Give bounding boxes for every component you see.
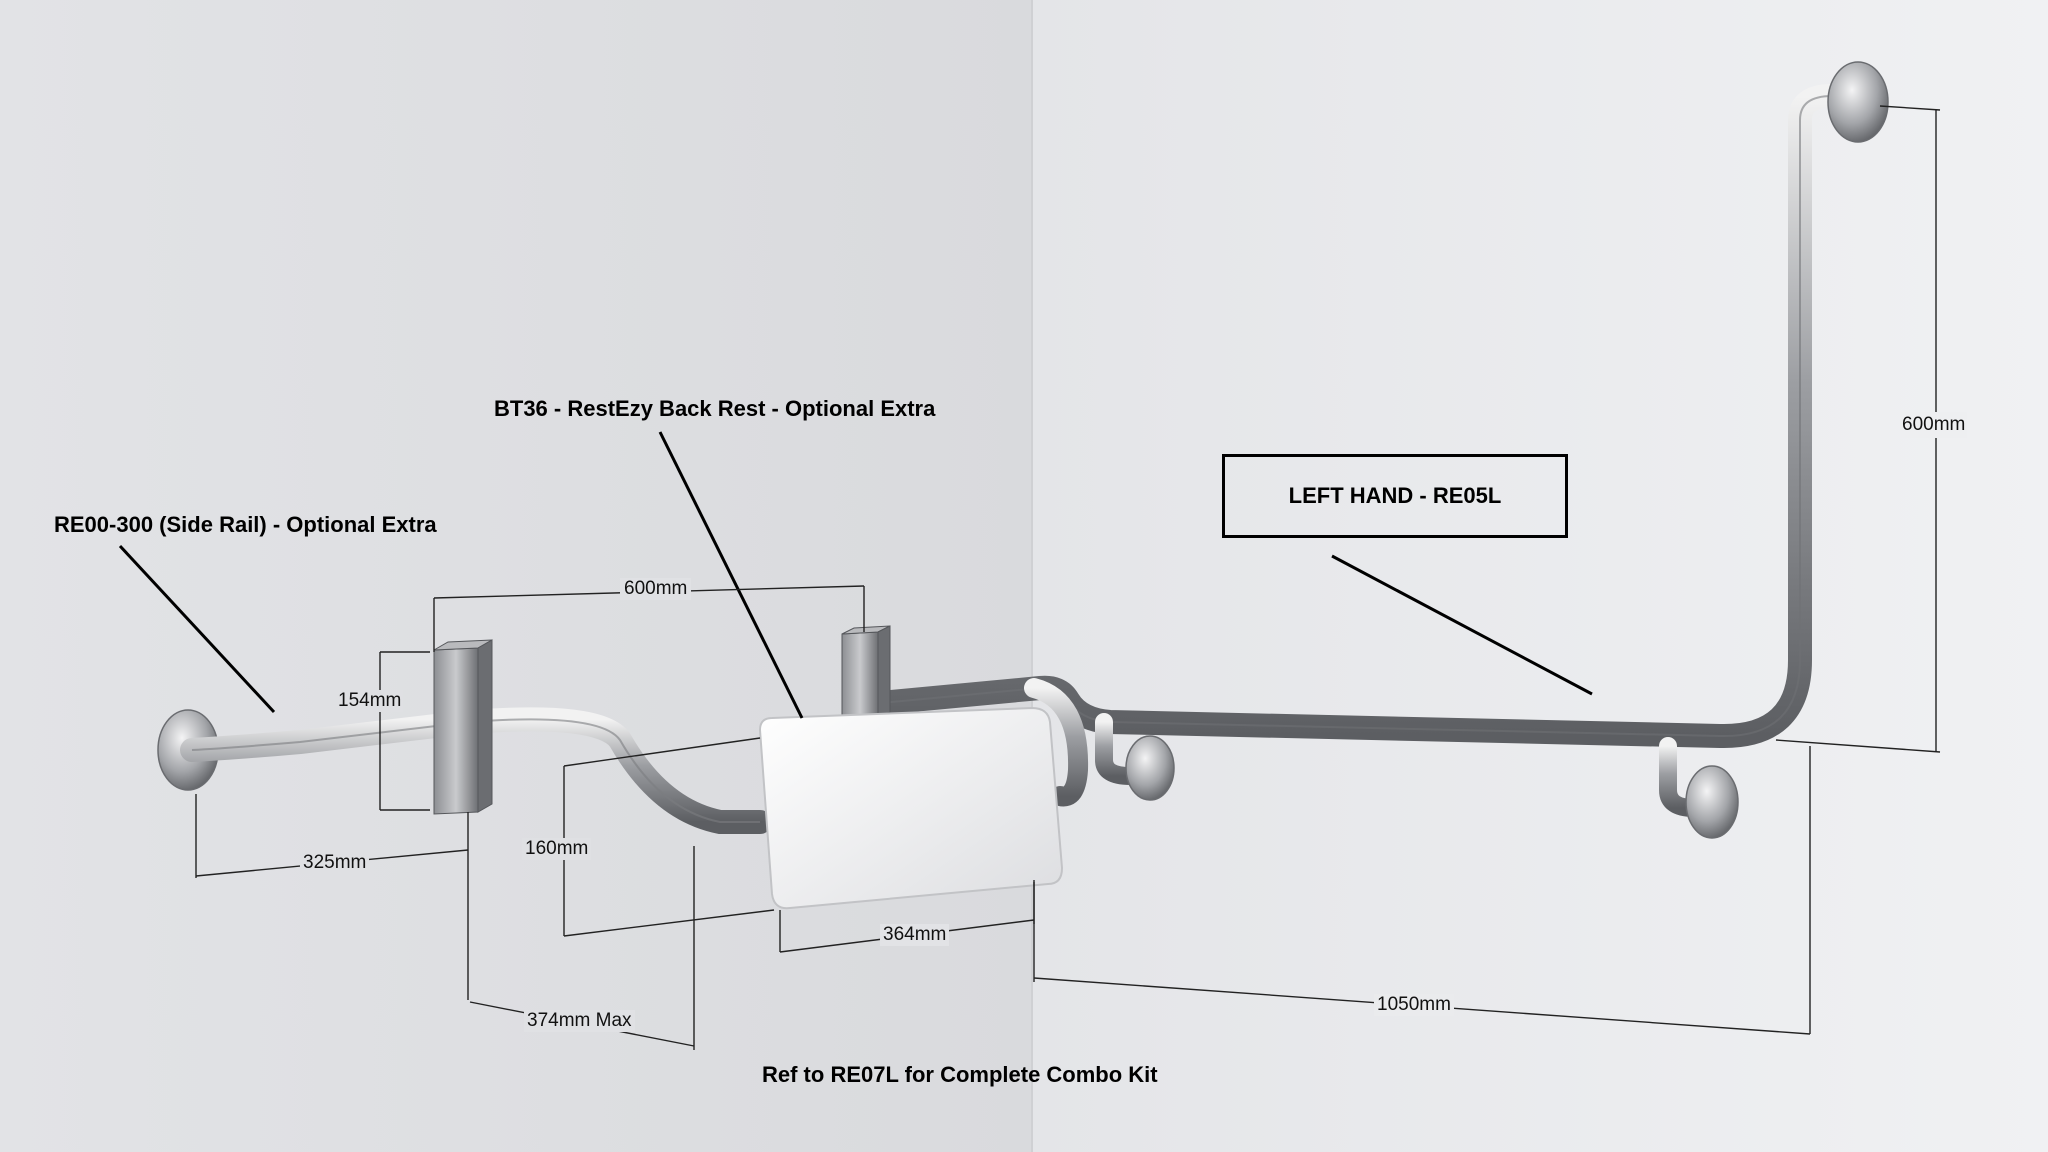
side-rail-mount-block (433, 639, 493, 815)
flange-spacing-dimension: 600mm (620, 578, 692, 600)
side-rail-projection-dimension: 325mm (300, 852, 370, 874)
back-rest-height-dimension: 160mm (522, 838, 592, 860)
back-rest-width-dimension: 364mm (880, 924, 950, 946)
back-rest-callout: BT36 - RestEzy Back Rest - Optional Extr… (494, 396, 936, 421)
side-rail-flange-height-dimension: 154mm (336, 690, 404, 712)
model-label-box: LEFT HAND - RE05L (1222, 454, 1568, 538)
side-rail-callout: RE00-300 (Side Rail) - Optional Extra (54, 512, 437, 537)
back-rest-cushion (758, 706, 1064, 910)
combo-kit-reference: Ref to RE07L for Complete Combo Kit (762, 1062, 1158, 1087)
right-wall (1032, 0, 2048, 1152)
model-label: LEFT HAND - RE05L (1288, 483, 1502, 508)
dimension-lines (195, 105, 1941, 1050)
vertical-height-dimension: 600mm (1900, 412, 1968, 438)
callout-leaders (118, 431, 1593, 719)
back-rest-projection-dimension: 374mm Max (524, 1010, 635, 1032)
horizontal-length-dimension: 1050mm (1374, 994, 1454, 1016)
side-rail (157, 707, 772, 834)
main-grab-rail (858, 61, 1889, 839)
main-rail-mount-block (841, 625, 891, 733)
left-wall (0, 0, 1032, 1152)
